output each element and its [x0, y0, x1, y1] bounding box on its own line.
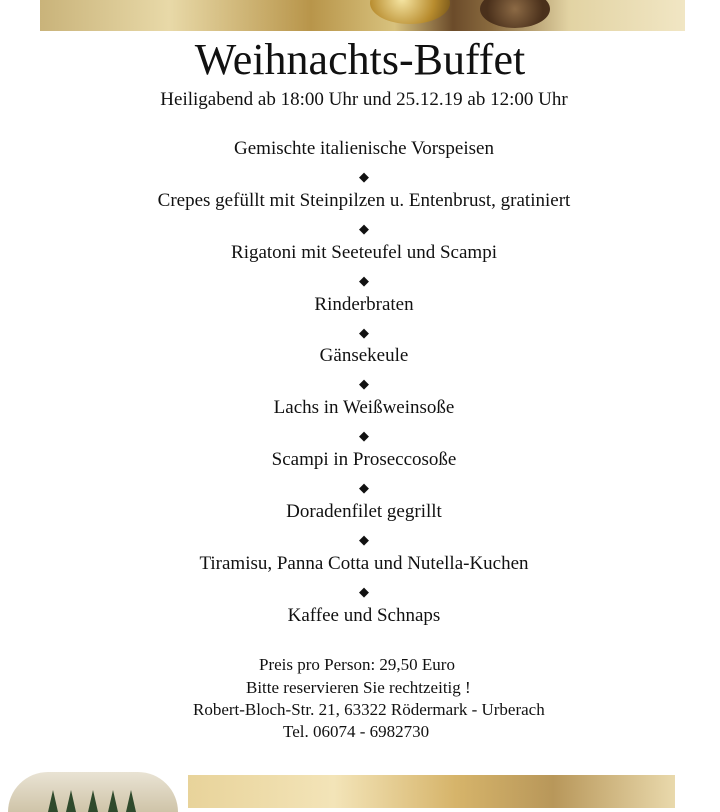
menu-item: Kaffee und Schnaps — [287, 605, 441, 626]
tree-icon — [48, 790, 58, 812]
menu-item: Rinderbraten — [314, 294, 414, 315]
phone-number: Tel. 06074 - 6982730 — [283, 722, 430, 741]
diamond-separator-icon: ◆ — [359, 480, 369, 495]
diamond-separator-icon: ◆ — [359, 532, 369, 547]
diamond-separator-icon: ◆ — [359, 221, 369, 236]
menu-item: Crepes gefüllt mit Steinpilzen u. Entenb… — [157, 190, 571, 211]
diamond-separator-icon: ◆ — [359, 325, 369, 340]
diamond-separator-icon: ◆ — [359, 273, 369, 288]
tree-icon — [108, 790, 118, 812]
menu-item: Lachs in Weißweinsoße — [273, 397, 455, 418]
menu-item: Gänsekeule — [319, 345, 409, 366]
bottom-right-decoration-image — [188, 775, 675, 808]
tree-icon — [88, 790, 98, 812]
diamond-separator-icon: ◆ — [359, 584, 369, 599]
diamond-separator-icon: ◆ — [359, 428, 369, 443]
page-title: Weihnachts-Buffet — [194, 35, 526, 84]
menu-item: Doradenfilet gegrillt — [286, 501, 442, 522]
menu-item: Scampi in Proseccosoße — [271, 449, 457, 470]
tree-icon — [126, 790, 136, 812]
diamond-separator-icon: ◆ — [359, 169, 369, 184]
bottom-left-decoration-image — [8, 772, 178, 812]
menu-item: Gemischte italienische Vorspeisen — [234, 138, 494, 159]
reservation-note: Bitte reservieren Sie rechtzeitig ! — [246, 678, 471, 697]
tree-icon — [66, 790, 76, 812]
pine-cone-icon — [480, 0, 550, 28]
diamond-separator-icon: ◆ — [359, 376, 369, 391]
menu-item: Tiramisu, Panna Cotta und Nutella-Kuchen — [199, 553, 529, 574]
top-banner-image — [40, 0, 685, 31]
address: Robert-Bloch-Str. 21, 63322 Rödermark - … — [193, 700, 545, 719]
christmas-ornament-icon — [370, 0, 450, 24]
event-dates: Heiligabend ab 18:00 Uhr und 25.12.19 ab… — [160, 89, 568, 110]
menu-item: Rigatoni mit Seeteufel und Scampi — [231, 242, 497, 263]
price-info: Preis pro Person: 29,50 Euro — [259, 655, 455, 674]
